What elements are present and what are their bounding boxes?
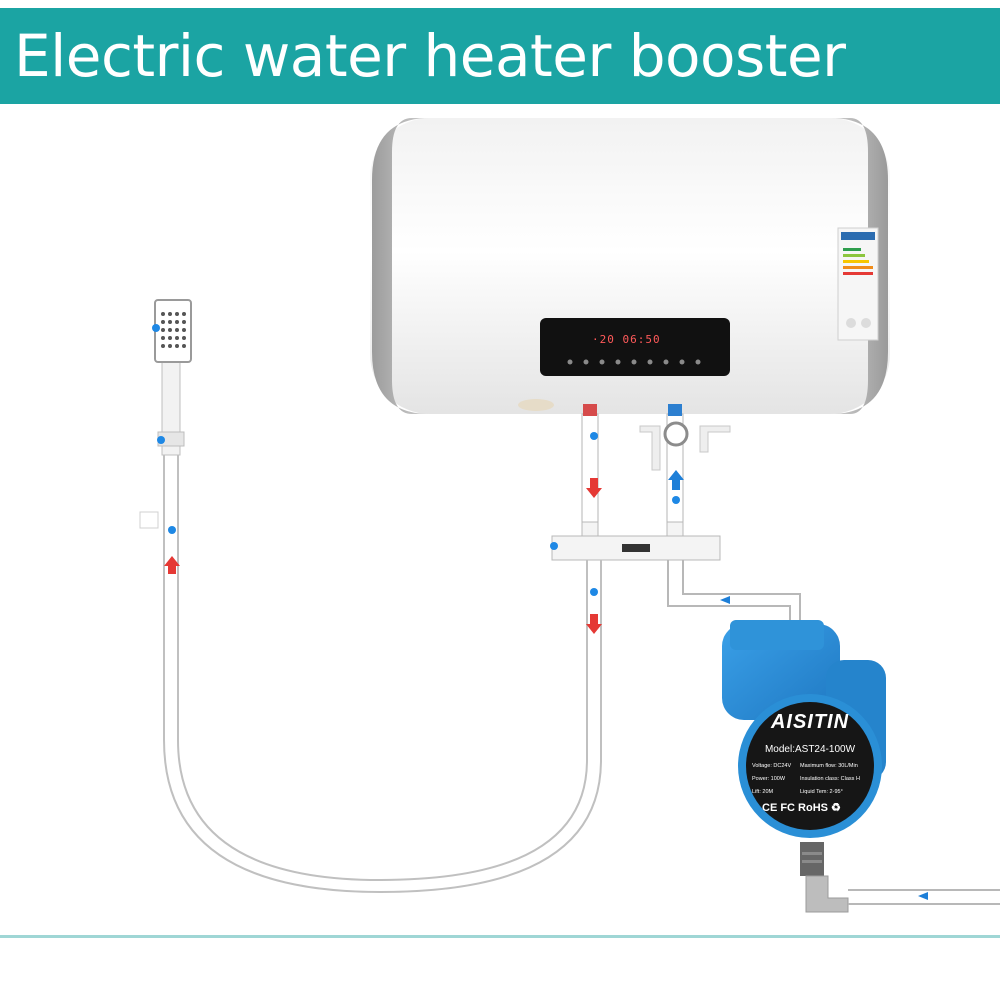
hot-arrow-icon (586, 478, 602, 498)
water-heater (370, 118, 890, 414)
heater-display-readout: ·20 06:50 (592, 333, 661, 346)
spec-lift: Lift: 20M (752, 789, 774, 795)
booster-pump (722, 620, 1000, 913)
spec-insulation: Insulation class: Class H (800, 776, 860, 782)
energy-label (837, 227, 879, 341)
pump-brand-logo: AISITIN (770, 711, 850, 733)
tank-body (370, 118, 890, 414)
spec-voltage: Voltage: DC24V (752, 763, 792, 769)
flow-dot (590, 432, 598, 440)
control-display (540, 318, 730, 376)
flow-dot (672, 496, 680, 504)
spec-liquid-temp: Liquid Tem: 2-95° (800, 789, 843, 795)
pump-certification-marks: CE FC RoHS ♻ (762, 802, 841, 814)
flow-markers (152, 324, 928, 900)
title-banner: Electric water heater booster (0, 8, 1000, 104)
cold-arrow-icon (918, 892, 928, 900)
cold-arrow-icon (668, 470, 684, 490)
flow-dot (550, 542, 558, 550)
spec-power: Power: 100W (752, 776, 786, 782)
mixing-manifold (551, 521, 721, 561)
pump-model-label: Model:AST24-100W (764, 744, 856, 755)
pump-nameplate (746, 702, 874, 830)
banner-title: Electric water heater booster (14, 22, 846, 90)
spec-max-flow: Maximum flow: 30L/Min (800, 763, 858, 769)
cold-water-pipe (639, 404, 731, 535)
hot-arrow-icon (586, 614, 602, 634)
flow-dot (152, 324, 160, 332)
tank-left-cap (372, 118, 430, 414)
flow-dot (590, 588, 598, 596)
flow-dot (168, 526, 176, 534)
shower-hose (163, 455, 602, 894)
flow-dot (157, 436, 165, 444)
cold-arrow-icon (720, 596, 730, 604)
bottom-divider (0, 935, 1000, 938)
display-buttons (567, 359, 701, 365)
hot-arrow-icon (164, 556, 180, 574)
hot-water-pipe (581, 404, 599, 535)
shower-head (139, 299, 192, 529)
